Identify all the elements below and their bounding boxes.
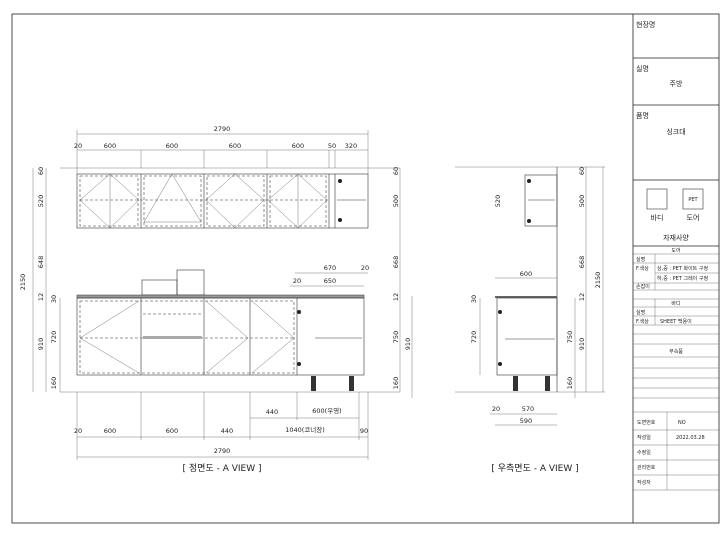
- dim-label: 648: [37, 256, 45, 268]
- dim-label: 750: [566, 331, 574, 343]
- sheet-border: [11, 13, 720, 524]
- side-view-caption: [ 우측면도 - A VIEW ]: [491, 463, 578, 474]
- spec-row-label: F.색상: [636, 265, 649, 272]
- dim-label: 12: [578, 293, 586, 301]
- dim-label: 160: [50, 377, 58, 389]
- room-value: 주방: [670, 79, 683, 88]
- spec-row-label: 손잡이: [636, 283, 650, 290]
- info-label: 도면번호: [637, 419, 656, 426]
- body-swatch: [646, 188, 668, 210]
- info-label: 작성일: [637, 434, 651, 441]
- spec-row-label: 실명: [636, 309, 645, 316]
- dim-label: 650: [324, 277, 336, 285]
- spec-row-label: F.색상: [636, 318, 649, 325]
- side-view: 600 20 570 590 520 30 720 60 500 668 12 …: [455, 166, 605, 474]
- base-cabinets: [76, 297, 365, 391]
- pot-icon: [141, 279, 178, 296]
- dim-label: 500: [392, 195, 400, 207]
- accessory-header: 부속품: [669, 348, 683, 355]
- spec-row-value: 하,중 : PET 그레이 구정: [657, 275, 708, 282]
- info-label: 관리번호: [637, 464, 656, 471]
- dim-label: 20: [74, 142, 82, 150]
- dim-label: 30: [470, 295, 478, 303]
- dim-label: 90: [360, 427, 368, 435]
- product-value: 싱크대: [666, 127, 685, 136]
- dim-label: 2150: [594, 272, 602, 289]
- dim-label: 20: [74, 427, 82, 435]
- dim-label: 600: [292, 142, 304, 150]
- countertop-side: [495, 296, 557, 298]
- spec-row-label: 실명: [636, 256, 645, 263]
- dim-label: 600: [229, 142, 241, 150]
- dim-label: 60: [392, 167, 400, 175]
- dim-label: 600: [166, 427, 178, 435]
- dim-label: 320: [345, 142, 357, 150]
- dim-label: 720: [470, 331, 478, 343]
- body-swatch-label: 바디: [651, 213, 664, 222]
- dim-label: 1040(코너장): [285, 425, 325, 434]
- dim-label: 440: [266, 408, 278, 416]
- dim-label: 20: [293, 277, 301, 285]
- dim-label: 20: [492, 405, 500, 413]
- dim-label: 60: [37, 167, 45, 175]
- dim-label: 600: [104, 142, 116, 150]
- dim-label: 60: [578, 167, 586, 175]
- door-header: 도어: [671, 247, 680, 254]
- info-value: NO: [678, 420, 686, 426]
- info-label: 수정일: [637, 449, 651, 456]
- dim-label: 500: [578, 195, 586, 207]
- room-label: 실명: [636, 64, 649, 73]
- dim-label: 160: [392, 377, 400, 389]
- dim-label: 570: [522, 405, 534, 413]
- dim-label: 12: [37, 293, 45, 301]
- dim-label: 12: [392, 293, 400, 301]
- dim-label: 600: [104, 427, 116, 435]
- product-label: 품명: [636, 111, 649, 120]
- body-header: 바디: [671, 300, 680, 307]
- info-label: 작성자: [637, 479, 651, 486]
- dim-label: 2790: [214, 125, 231, 133]
- spec-title: 자재사양: [663, 233, 689, 242]
- info-value: 2022.03.28: [676, 435, 705, 441]
- front-view-caption: [ 정면도 - A VIEW ]: [183, 463, 262, 474]
- door-swatch-text: PET: [688, 197, 698, 203]
- front-view: 2790 20 600 600 600 600 50 320 670 20 20…: [19, 125, 413, 474]
- door-swatch: [682, 188, 704, 210]
- spec-row-value: 상,중 : PET 화이트 구정: [657, 265, 708, 272]
- dim-label: 668: [578, 256, 586, 268]
- base-cabinet-side: [496, 297, 558, 376]
- spec-row-value: SHEET 백용이: [660, 318, 692, 325]
- dim-label: 20: [361, 264, 369, 272]
- dim-label: 910: [404, 338, 412, 350]
- dim-label: 600(우영): [312, 406, 341, 415]
- dim-label: 520: [37, 195, 45, 207]
- countertop: [76, 294, 365, 299]
- dim-label: 590: [520, 417, 532, 425]
- dim-label: 668: [392, 256, 400, 268]
- dim-label: 720: [50, 331, 58, 343]
- dim-label: 600: [166, 142, 178, 150]
- dim-label: 750: [392, 331, 400, 343]
- site-name-label: 현장명: [636, 20, 655, 29]
- dim-label: 2790: [214, 447, 231, 455]
- dim-label: 2150: [19, 274, 27, 291]
- dim-label: 160: [566, 377, 574, 389]
- pot-icon: [176, 269, 205, 296]
- dim-label: 910: [37, 338, 45, 350]
- dim-label: 440: [221, 427, 233, 435]
- dim-label: 910: [578, 338, 586, 350]
- dim-label: 30: [50, 295, 58, 303]
- upper-cabinets: [76, 173, 369, 229]
- upper-cabinet-side: [524, 174, 558, 227]
- dim-label: 50: [328, 142, 336, 150]
- title-block: 현장명 실명 주방 품명 싱크대 PET 바디 도어 자재사양 도어 실명 F.…: [633, 20, 719, 491]
- dim-label: 670: [324, 264, 336, 272]
- dim-label: 600: [520, 270, 532, 278]
- door-swatch-label: 도어: [687, 213, 700, 222]
- dim-label: 520: [494, 195, 502, 207]
